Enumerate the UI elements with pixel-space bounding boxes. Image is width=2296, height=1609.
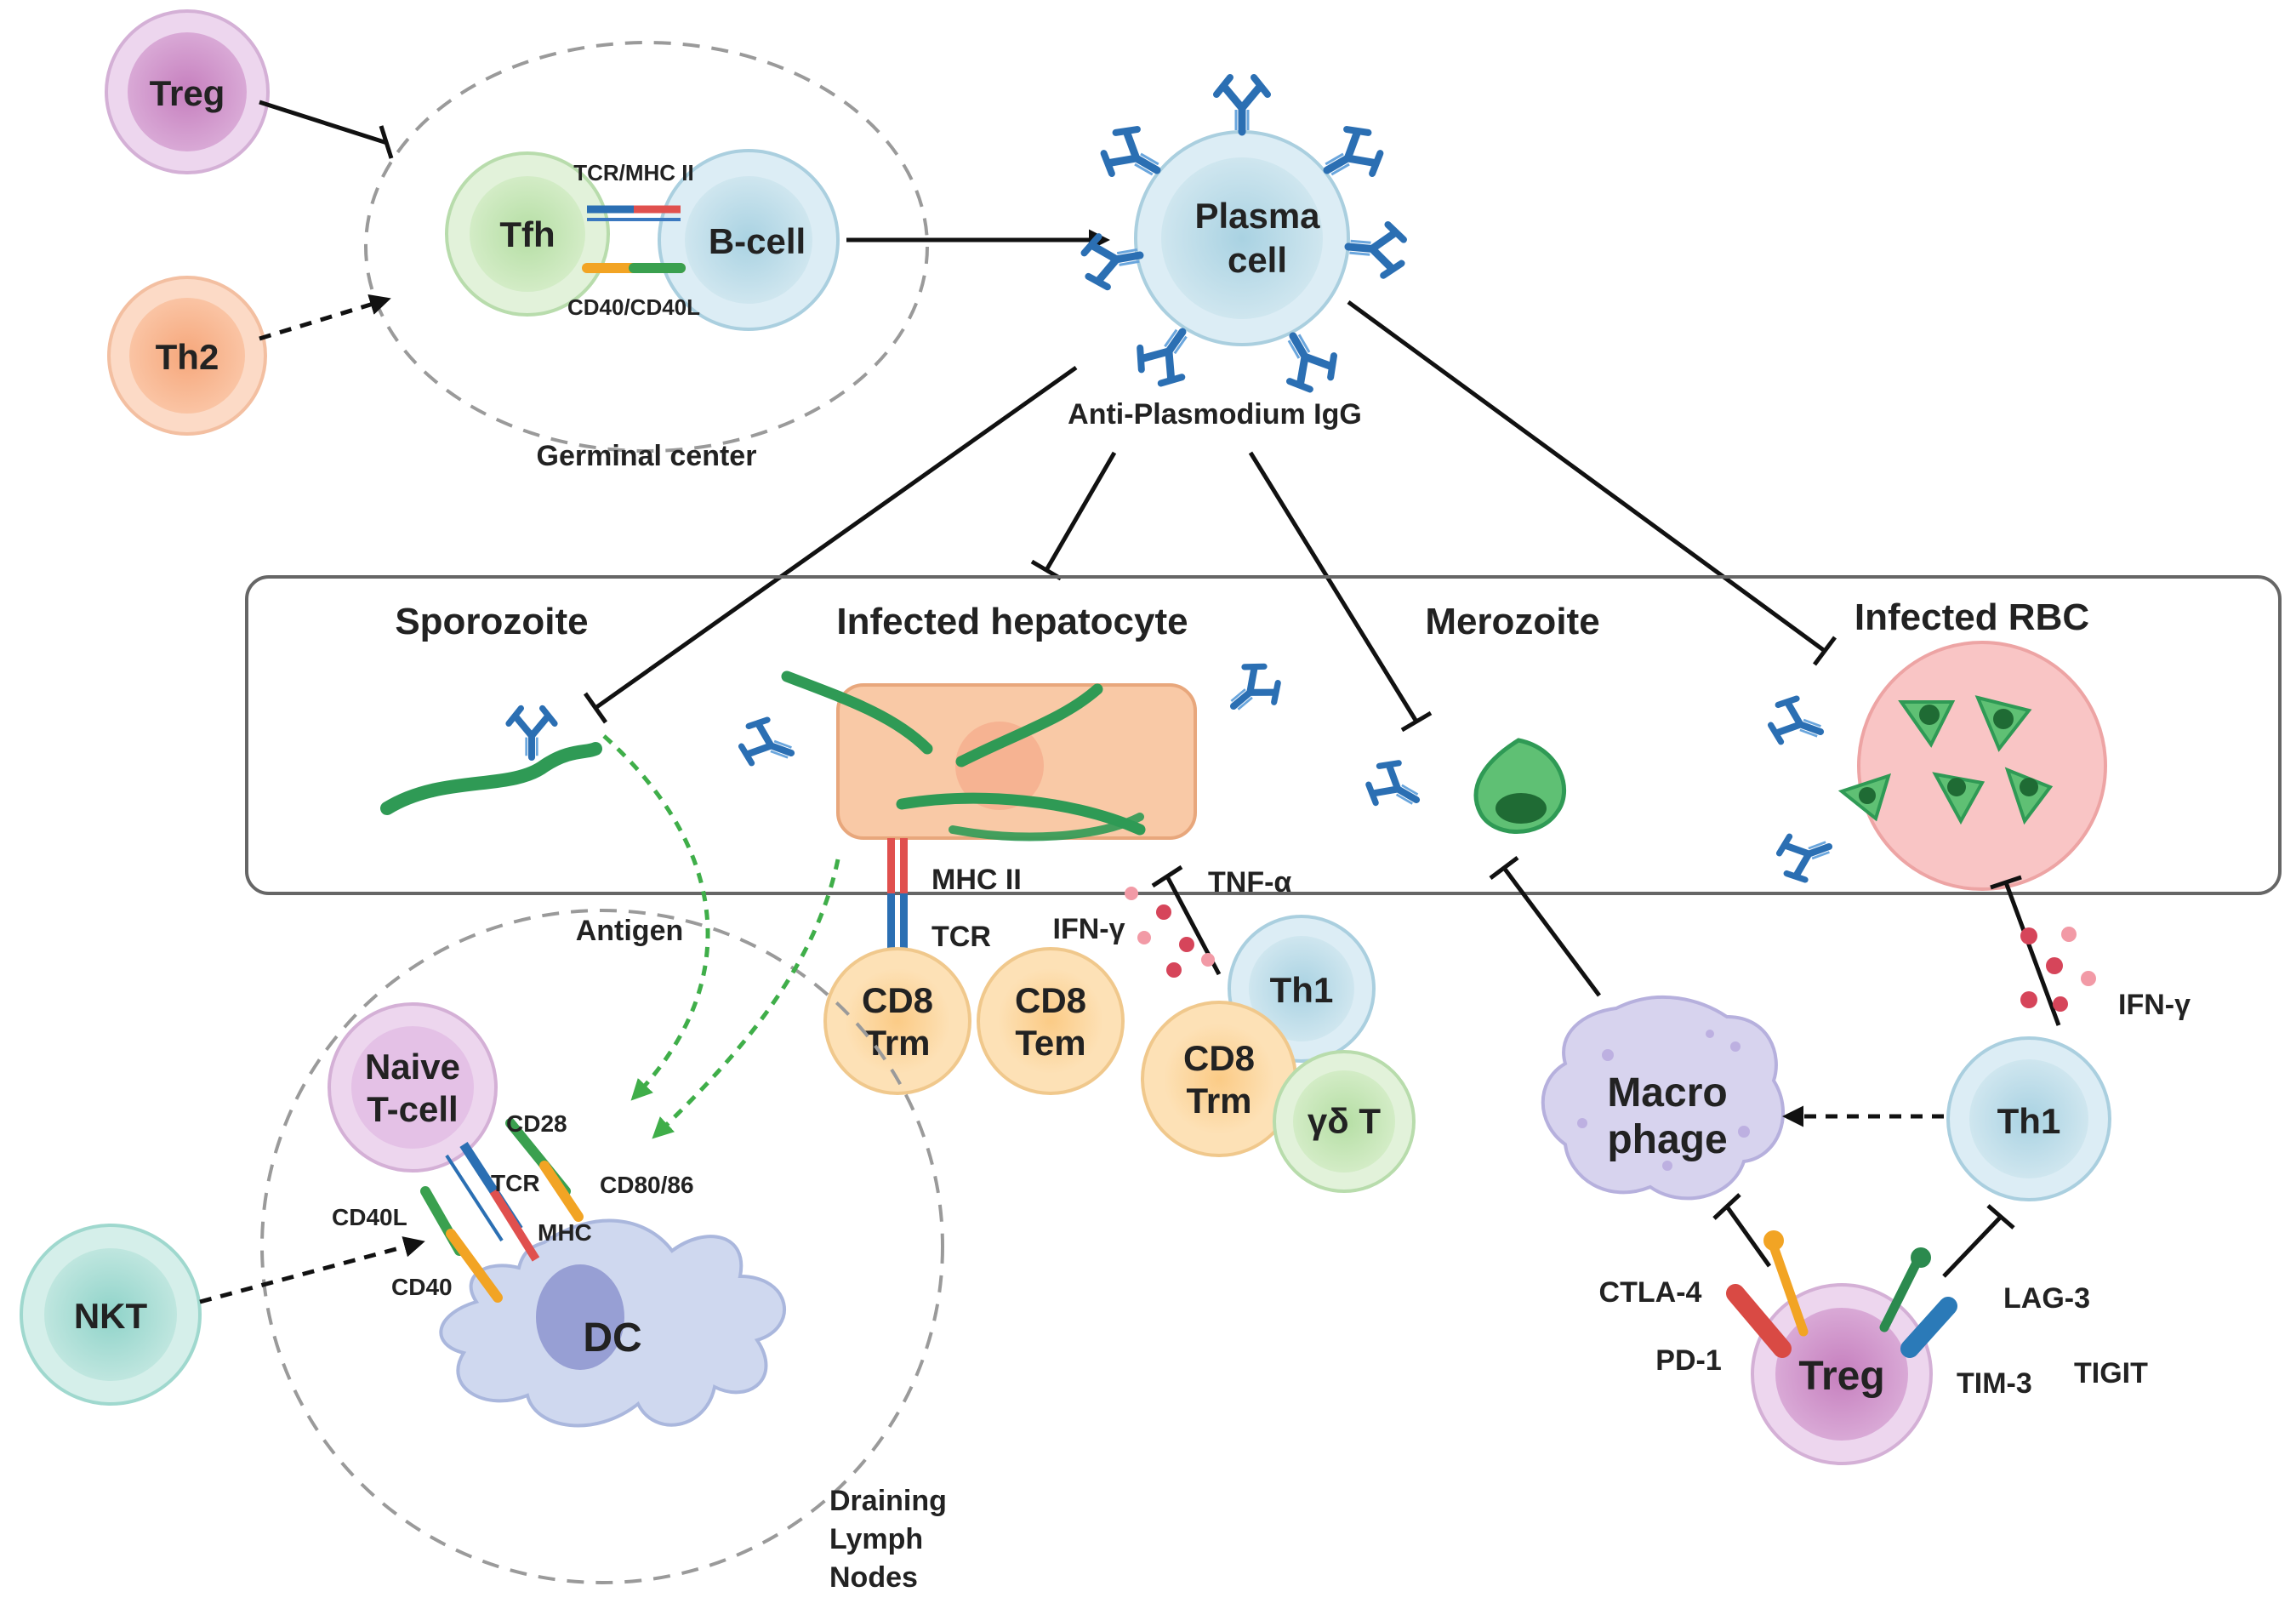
antigen-label: Antigen	[576, 915, 684, 947]
svg-text:Treg: Treg	[1798, 1354, 1884, 1399]
svg-text:Trm: Trm	[864, 1023, 930, 1063]
svg-text:cell: cell	[1228, 240, 1287, 280]
mhc2-tcr-receptor-icon	[887, 838, 908, 966]
svg-text:DC: DC	[583, 1315, 641, 1361]
ifn-right-label: IFN-γ	[2118, 989, 2191, 1021]
svg-text:Macro: Macro	[1607, 1070, 1727, 1115]
treg-inhibits-th1	[1942, 1215, 2003, 1278]
svg-text:Tfh: Tfh	[499, 214, 555, 254]
germinal-center-boundary	[364, 41, 929, 453]
antigen-flow-sporozoite-arrow	[602, 734, 710, 1101]
treg-inhibits-macrophage	[1724, 1205, 1772, 1268]
cytokine-dots-hep-icon	[1125, 887, 1215, 978]
lag3-label: LAG-3	[2003, 1282, 2090, 1315]
pd1-label: PD-1	[1655, 1344, 1721, 1377]
antigen-flow-hepatocyte-arrow	[652, 859, 840, 1139]
svg-text:CD8: CD8	[862, 980, 933, 1020]
hepatocyte-cell	[781, 670, 1197, 842]
germinal-center-label: Germinal center	[537, 440, 757, 472]
cd40-cd40l-label: CD40/CD40L	[567, 294, 700, 320]
draining-lymph-label-3: Nodes	[829, 1561, 918, 1594]
mhc-ln-label: MHC	[538, 1219, 592, 1246]
svg-text:NKT: NKT	[74, 1296, 148, 1336]
svg-text:Th1: Th1	[1270, 970, 1334, 1010]
tigit-label: TIGIT	[2074, 1357, 2148, 1389]
tim3-label: TIM-3	[1957, 1367, 2032, 1400]
svg-text:Naive: Naive	[365, 1047, 460, 1087]
checkpoint-receptors-icon	[1726, 1230, 1957, 1358]
b-cell: B-cell	[658, 149, 840, 331]
merozoite-parasite-icon	[1473, 738, 1566, 834]
plasma-inhibits-rbc	[1347, 300, 1826, 653]
th1-inhibits-rbc	[2003, 882, 2061, 1026]
tcr-mhc2-label: TCR/MHC II	[573, 160, 694, 185]
anti-igg-label: Anti-Plasmodium IgG	[1068, 398, 1362, 431]
merozoite-antibody-icon	[1363, 756, 1428, 820]
ctla4-label: CTLA-4	[1599, 1276, 1702, 1309]
macrophage-inhibits-merozoite	[1501, 866, 1602, 997]
svg-text:Plasma: Plasma	[1194, 196, 1320, 236]
sporozoite-parasite-icon	[380, 742, 602, 815]
nkt-to-lymph-arrow	[199, 1236, 425, 1304]
cd8-trm-cell-2: CD8 Trm	[1141, 1001, 1297, 1157]
hepatocyte-antibody-left-icon	[738, 715, 800, 774]
nkt-cell: NKT	[20, 1224, 202, 1406]
infected-rbc-label: Infected RBC	[1854, 596, 2089, 638]
tcr-hep-label: TCR	[932, 921, 991, 953]
cd8-tem-cell: CD8 Tem	[977, 947, 1125, 1095]
cytokine-dots-right-icon	[2020, 927, 2096, 1012]
tnf-label: TNF-α	[1208, 866, 1291, 899]
hepatocyte-antibody-right-icon	[1219, 657, 1286, 723]
svg-text:CD8: CD8	[1015, 980, 1086, 1020]
igg-inhibits-sporozoite	[594, 365, 1078, 710]
cd80-86-label: CD80/86	[600, 1172, 694, 1198]
merozoite-label: Merozoite	[1425, 601, 1599, 642]
igg-inhibits-merozoite	[1248, 451, 1419, 723]
svg-text:Trm: Trm	[1186, 1081, 1251, 1121]
treg-cell-top: Treg	[105, 9, 270, 174]
rbc-antibody-top-icon	[1767, 693, 1829, 753]
naive-t-cell: Naive T-cell	[328, 1002, 498, 1173]
tcr-ln-label: TCR	[491, 1170, 540, 1196]
gamma-delta-t-cell: γδ T	[1273, 1050, 1416, 1193]
svg-text:CD8: CD8	[1183, 1038, 1255, 1078]
sporozoite-antibody-icon	[509, 708, 555, 757]
svg-text:γδ T: γδ T	[1308, 1101, 1381, 1141]
cd40-label: CD40	[391, 1274, 453, 1300]
plasma-cell: Plasma cell	[1134, 130, 1350, 346]
th2-cell: Th2	[107, 276, 267, 436]
igg-inhibits-hepatocyte	[1044, 451, 1117, 572]
cd8-trm-cell-1: CD8 Trm	[823, 947, 971, 1095]
svg-text:phage: phage	[1607, 1117, 1727, 1162]
ifn-hep-label: IFN-γ	[1053, 913, 1125, 945]
macrophage-cell: Macro phage	[1541, 995, 1785, 1201]
cd28-label: CD28	[506, 1110, 567, 1137]
cd40l-label: CD40L	[332, 1204, 407, 1230]
tcr-mhc2-receptor-icon	[587, 205, 681, 221]
svg-text:Tem: Tem	[1015, 1023, 1085, 1063]
merozoite-escaping-rbc-icon	[1837, 773, 1892, 822]
treg-inhibits-gc	[259, 100, 388, 145]
draining-lymph-label-2: Lymph	[829, 1523, 923, 1555]
th1-cell-right: Th1	[1946, 1036, 2111, 1201]
parasite-stage-panel	[245, 575, 2282, 895]
svg-text:T-cell: T-cell	[367, 1089, 458, 1129]
infected-rbc-cell	[1857, 641, 2107, 891]
dendritic-cell: DC	[439, 1218, 787, 1428]
sporozoite-label: Sporozoite	[395, 601, 588, 642]
mhc2-label: MHC II	[932, 864, 1022, 896]
lymph-node-boundary	[260, 909, 944, 1584]
tfh-cell: Tfh	[445, 151, 610, 317]
svg-text:Th1: Th1	[1997, 1101, 2061, 1141]
th2-activates-gc-arrow	[259, 294, 391, 341]
svg-text:Treg: Treg	[150, 73, 225, 113]
svg-text:Th2: Th2	[156, 337, 219, 377]
treg-cell-bottom: Treg	[1751, 1283, 1933, 1465]
lymph-receptor-complex-icon	[420, 1118, 584, 1303]
rbc-antibody-bottom-icon	[1775, 825, 1837, 885]
infected-hepatocyte-label: Infected hepatocyte	[836, 601, 1188, 642]
draining-lymph-label-1: Draining	[829, 1485, 947, 1517]
svg-text:B-cell: B-cell	[709, 221, 806, 261]
